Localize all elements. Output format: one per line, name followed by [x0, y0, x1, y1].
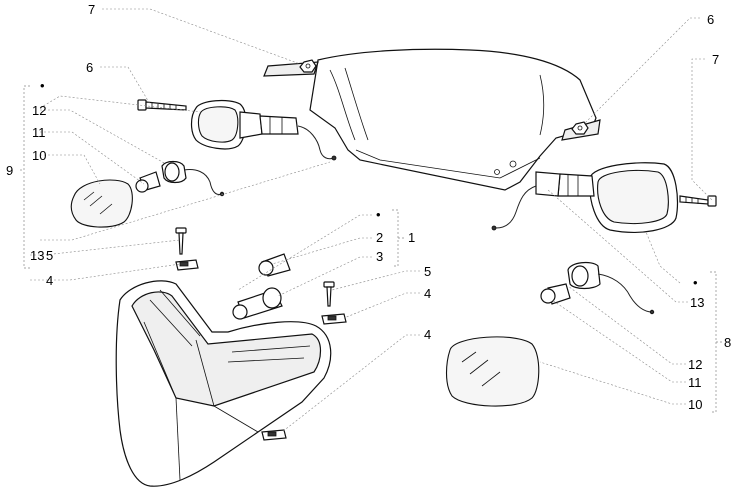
tail-bulb-lower	[232, 287, 283, 320]
callout-5-left: 5	[46, 248, 53, 263]
right-indicator-body	[491, 162, 679, 233]
clip-upper-left	[175, 259, 199, 271]
callout-1: 1	[408, 230, 415, 245]
callout-3: 3	[376, 249, 383, 264]
clip-low	[261, 429, 287, 441]
callout-12-right: 12	[688, 357, 702, 372]
callout-11-right: 11	[688, 375, 702, 390]
callout-8: 8	[724, 335, 731, 350]
nut-right	[571, 121, 589, 135]
tail-screw-left	[175, 227, 187, 255]
callout-13-right: 13	[690, 295, 704, 310]
callout-2: 2	[376, 230, 383, 245]
left-lens	[70, 179, 133, 228]
callout-6-right: 6	[707, 12, 714, 27]
callout-9: 9	[6, 163, 13, 178]
callout-6-left: 6	[86, 60, 93, 75]
left-indicator-body	[190, 99, 337, 161]
right-bulb	[540, 283, 571, 305]
bracket-8	[710, 271, 722, 413]
callout-dot-left: •	[40, 78, 45, 93]
right-lens	[445, 336, 540, 407]
left-screw	[137, 99, 187, 111]
tail-bulb-upper	[258, 253, 291, 277]
callout-11-left: 11	[32, 125, 46, 140]
callout-dot-1: •	[376, 207, 381, 222]
tail-screw-right	[323, 281, 335, 307]
right-bulb-socket	[567, 261, 655, 315]
nut-left	[299, 59, 317, 73]
callout-dot-right: •	[693, 275, 698, 290]
callout-12-left: 12	[32, 103, 46, 118]
left-bulb	[135, 171, 161, 193]
rear-body-panel	[263, 48, 601, 191]
callout-5-mid: 5	[424, 264, 431, 279]
callout-4-low: 4	[424, 327, 431, 342]
bracket-9	[20, 85, 30, 269]
clip-mid	[321, 313, 347, 325]
bracket-1	[392, 209, 404, 267]
leader-lines	[30, 8, 713, 433]
callout-4-left: 4	[46, 273, 53, 288]
tail-light-housing	[115, 280, 332, 487]
right-screw	[679, 195, 717, 207]
callout-13-left: 13	[30, 248, 44, 263]
callout-7-top: 7	[88, 2, 95, 17]
left-bulb-socket	[161, 160, 225, 197]
callout-10-left: 10	[32, 148, 46, 163]
callout-4-mid: 4	[424, 286, 431, 301]
callout-7-right: 7	[712, 52, 719, 67]
callout-10-right: 10	[688, 397, 702, 412]
